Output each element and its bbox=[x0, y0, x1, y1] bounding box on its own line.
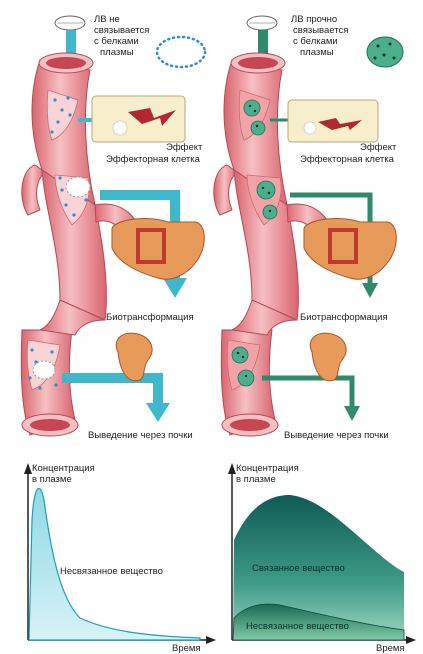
right-graph-unbound-label: Несвязанное вещество bbox=[246, 621, 349, 632]
left-caption-line4: плазмы bbox=[100, 47, 134, 58]
left-graph-xlabel: Время bbox=[172, 643, 201, 654]
blood-vessel-lower bbox=[20, 299, 106, 437]
free-drug-dots bbox=[28, 96, 88, 390]
right-graph bbox=[228, 463, 416, 644]
bound-drug-complexes bbox=[231, 99, 278, 387]
right-caption-line3: с белками bbox=[293, 36, 338, 47]
unbound-curve-area bbox=[232, 603, 405, 641]
right-graph-bound-label: Связанное вещество bbox=[252, 563, 345, 574]
x-axis-arrow bbox=[406, 636, 416, 644]
arrow-to-kidney bbox=[62, 373, 163, 405]
effect-arrow bbox=[318, 118, 362, 130]
drug-inflow-arrow bbox=[66, 30, 76, 60]
arrow-head-kidney bbox=[344, 406, 360, 421]
left-caption-line2: связывается bbox=[94, 25, 150, 36]
left-effect-label: Эффект bbox=[166, 142, 203, 153]
drug-inflow-arrow bbox=[258, 30, 268, 60]
left-caption-line3: с белками bbox=[94, 36, 139, 47]
left-caption-line1: ЛВ не bbox=[94, 14, 120, 25]
pill-icon bbox=[54, 15, 86, 31]
left-excretion-label: Выведение через почки bbox=[88, 430, 193, 441]
right-excretion-label: Выведение через почки bbox=[284, 430, 389, 441]
left-graph bbox=[24, 463, 216, 644]
effect-arrow bbox=[128, 108, 176, 126]
right-panel bbox=[213, 15, 404, 437]
unbound-curve-area bbox=[28, 487, 201, 641]
right-graph-ylabel-2: в плазме bbox=[236, 474, 276, 485]
left-graph-ylabel-1: Концентрация bbox=[32, 463, 95, 474]
right-caption-line4: плазмы bbox=[300, 47, 334, 58]
left-effector-label: Эффекторная клетка bbox=[106, 154, 200, 165]
liver-icon bbox=[303, 218, 397, 280]
left-panel bbox=[20, 15, 207, 437]
y-axis-arrow bbox=[228, 463, 236, 474]
left-graph-ylabel-2: в плазме bbox=[32, 474, 72, 485]
right-graph-xlabel: Время bbox=[376, 643, 405, 654]
pill-icon bbox=[246, 15, 278, 31]
arrow-head-liver bbox=[163, 278, 187, 298]
effector-cell bbox=[91, 95, 186, 143]
kidney-icon bbox=[309, 332, 347, 382]
liver-icon bbox=[111, 218, 205, 280]
x-axis-arrow bbox=[206, 636, 216, 644]
bound-drug-dots bbox=[236, 104, 272, 378]
right-biotrans-label: Биотрансформация bbox=[300, 312, 388, 323]
bound-curve-area bbox=[233, 495, 404, 640]
right-caption-line2: связывается bbox=[293, 25, 349, 36]
effector-cell bbox=[287, 99, 379, 143]
blood-vessel-middle bbox=[233, 169, 333, 321]
protein-bound-drug-icon bbox=[366, 36, 404, 68]
kidney-icon bbox=[115, 332, 153, 382]
arrow-head-liver bbox=[362, 283, 378, 298]
right-graph-ylabel-1: Концентрация bbox=[236, 463, 299, 474]
right-effector-label: Эффекторная клетка bbox=[300, 154, 394, 165]
left-biotrans-label: Биотрансформация bbox=[106, 312, 194, 323]
y-axis-arrow bbox=[24, 463, 32, 474]
right-caption-line1: ЛВ прочно bbox=[291, 14, 338, 25]
arrow-head-kidney bbox=[146, 403, 170, 422]
left-graph-curve-label: Несвязанное вещество bbox=[60, 566, 163, 577]
free-drug-molecules bbox=[155, 35, 207, 69]
right-effect-label: Эффект bbox=[360, 142, 397, 153]
arrow-to-kidney bbox=[262, 375, 355, 408]
